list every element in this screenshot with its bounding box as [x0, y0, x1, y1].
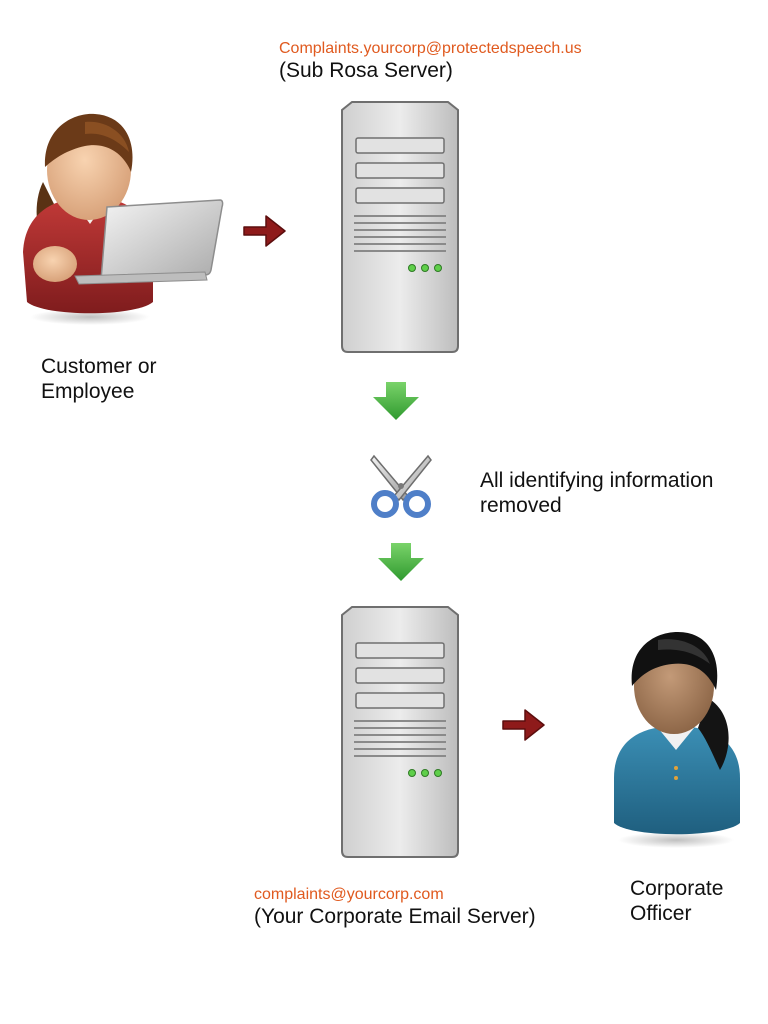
scissors-icon — [368, 450, 434, 520]
redaction-caption-line1: All identifying information — [480, 469, 714, 492]
sub-rosa-label: (Sub Rosa Server) — [279, 59, 453, 82]
green-arrow-down-icon — [371, 380, 421, 422]
officer-label: Corporate Officer — [630, 876, 723, 926]
customer-label-line2: Employee — [41, 380, 135, 403]
corporate-email: complaints@yourcorp.com — [254, 886, 444, 903]
customer-icon — [15, 112, 225, 327]
corporate-server-label: (Your Corporate Email Server) — [254, 905, 536, 928]
customer-label: Customer or Employee — [41, 354, 157, 404]
green-arrow-down-icon — [376, 541, 426, 583]
redaction-caption: All identifying information removed — [480, 468, 713, 518]
red-arrow-right-icon — [501, 706, 547, 744]
sub-rosa-email: Complaints.yourcorp@protectedspeech.us — [279, 40, 582, 57]
corporate-server-icon — [340, 603, 460, 859]
redaction-caption-line2: removed — [480, 494, 562, 517]
officer-label-line2: Officer — [630, 902, 692, 925]
sub-rosa-server-icon — [340, 98, 460, 354]
corporate-officer-icon — [608, 628, 748, 850]
officer-label-line1: Corporate — [630, 877, 724, 900]
red-arrow-right-icon — [242, 212, 288, 250]
customer-label-line1: Customer or — [41, 355, 157, 378]
